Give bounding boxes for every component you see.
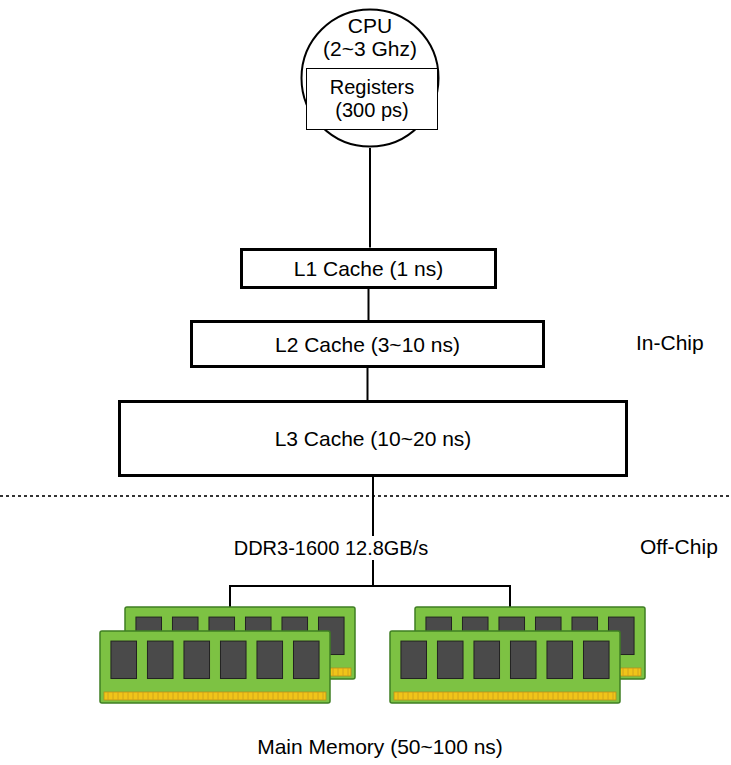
memory-stick [100,631,330,703]
node-text: L1 Cache (1 ns) [294,257,443,280]
node-text: Main Memory (50~100 ns) [257,735,503,758]
cache-box: L1 Cache (1 ns) [240,248,497,289]
cache-box: L2 Cache (3~10 ns) [190,320,545,368]
memory-stick [390,631,620,703]
node-text: CPU [348,14,392,37]
region-label: Off-Chip [640,535,718,559]
cache-box: L3 Cache (10~20 ns) [118,400,628,477]
node-text: (300 ps) [335,99,408,122]
chip-boundary-line [0,495,731,497]
node-text: L3 Cache (10~20 ns) [275,427,472,450]
node-text: L2 Cache (3~10 ns) [275,333,460,356]
bus-branch [230,585,510,607]
node-text: (2~3 Ghz) [323,37,417,60]
node-text: Registers [330,76,414,99]
connector-line [368,289,370,321]
registers-box: Registers(300 ps) [306,68,438,130]
memory-node: Main Memory (50~100 ns) [90,585,670,762]
cpu-circle: CPU(2~3 Ghz) Registers(300 ps) [300,8,440,148]
connector-line [369,148,371,248]
connector-line [372,477,374,585]
bus-label: DDR3-1600 12.8GB/s [231,536,432,560]
connector-line [367,368,369,400]
region-label: In-Chip [636,331,704,355]
